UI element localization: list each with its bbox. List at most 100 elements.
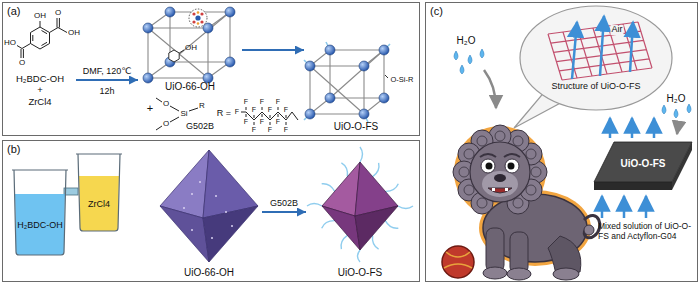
lion-figure — [553, 268, 579, 280]
framework-edge — [148, 27, 208, 28]
beaker-glass — [76, 154, 122, 231]
reactant-group: H₂BDC-OH+ZrCl4 — [4, 68, 76, 112]
bubble-ground — [520, 6, 672, 110]
metal-cluster — [379, 45, 389, 55]
lion-figure — [477, 136, 487, 146]
metal-cluster — [225, 57, 235, 67]
lion-figure — [526, 149, 536, 159]
fluoro-hair — [341, 235, 347, 249]
atom-label: F — [276, 98, 280, 106]
surface-dot — [191, 229, 193, 231]
panel-frame: (a)H₂BDC-OH+ZrCl4UiO-66-OHUiO-O-FS — [2, 2, 420, 136]
framework-edge — [170, 61, 230, 62]
framework-edge — [310, 50, 384, 114]
atom-label: O — [19, 59, 25, 68]
beaker-liquid — [79, 176, 119, 231]
lion-figure — [505, 159, 519, 173]
cluster-atom — [200, 12, 203, 15]
water-droplet — [662, 105, 666, 114]
atom-label: OH — [68, 29, 80, 38]
linker-molecule — [40, 21, 41, 27]
inset-circle — [189, 9, 207, 27]
lion-figure — [492, 188, 495, 191]
lion-figure — [505, 188, 508, 191]
atom-label: 12h — [99, 87, 114, 97]
lion-figure — [526, 185, 536, 195]
framework-edge — [310, 113, 364, 114]
reaction-arrow — [76, 79, 138, 81]
speech-bubble: Structure of UiO-O-FS — [518, 4, 674, 112]
crystal-face — [322, 162, 398, 250]
node-label: ZrCl4 — [28, 96, 51, 107]
atom-label: R = — [217, 109, 231, 119]
beaker-shape — [10, 168, 70, 256]
flow-arrow — [677, 121, 679, 134]
water-droplet — [454, 51, 458, 60]
fluoro-hair — [358, 250, 361, 262]
fluoro-hair — [373, 163, 379, 177]
fluoro-hair — [322, 184, 335, 192]
cluster-atom — [197, 22, 200, 25]
lion-figure — [508, 163, 515, 170]
crystal-face — [160, 150, 258, 262]
flow-arrow — [484, 70, 496, 108]
surface-dot — [211, 237, 213, 239]
octahedron-crystal: UiO-66-OH — [156, 146, 262, 280]
lion-figure — [482, 171, 518, 197]
cluster-atom — [200, 20, 203, 23]
lion-figure — [442, 125, 600, 280]
fluoro-hair — [341, 163, 347, 177]
lion-figure — [513, 136, 523, 146]
metal-cluster — [305, 109, 315, 119]
linker-molecule — [33, 31, 47, 46]
atom-label: F — [235, 108, 239, 116]
crystal-face — [203, 206, 258, 262]
cluster-atom — [192, 20, 195, 23]
arrow-label: DMF, 120℃ — [83, 67, 132, 77]
atom-label: F — [284, 106, 288, 114]
atom-label: Si — [180, 110, 187, 119]
beaker-liquid — [15, 194, 65, 255]
beaker: H₂BDC-OH — [10, 168, 70, 256]
air-flow-arrow — [623, 196, 626, 218]
atom-label: Air — [611, 25, 624, 35]
atom-label: O-Si-R — [391, 76, 414, 84]
linker-molecule — [31, 27, 50, 49]
framework-edge — [207, 28, 208, 78]
phenol-bond — [179, 50, 184, 53]
lion-figure — [488, 188, 512, 193]
metal-cluster — [325, 93, 335, 103]
metal-cluster — [359, 61, 369, 71]
fluoro-chain — [246, 107, 286, 125]
framework-edge — [148, 77, 208, 78]
plate-side — [594, 182, 672, 190]
framework-edge — [148, 28, 208, 78]
node-label: UiO-66-OH — [184, 267, 234, 279]
octahedron-crystal-shape — [156, 146, 262, 280]
lion-figure — [531, 167, 541, 177]
atom-label: OH — [185, 44, 197, 53]
framework-edge — [309, 66, 310, 114]
fluoro-hair — [398, 206, 413, 209]
water-droplet — [460, 65, 464, 74]
arrow-label: G502B — [270, 199, 298, 209]
lion-figure — [481, 159, 495, 173]
lion-figure — [459, 167, 469, 177]
lion-figure — [480, 154, 520, 157]
air-flow-arrow — [601, 196, 604, 218]
beaker: ZrCl4 — [74, 152, 124, 232]
framework-edge — [330, 97, 384, 98]
node-label: H₂BDC-OH — [16, 73, 64, 84]
metal-cluster — [165, 7, 175, 17]
lion-figure — [453, 125, 547, 214]
atom-label: H₂O — [667, 93, 686, 104]
atom-label: O — [163, 100, 169, 109]
grafted-chain — [304, 42, 390, 122]
cluster-atom — [195, 15, 200, 20]
panel-letter: (b) — [7, 143, 20, 156]
node-label: UiO-O-FS — [334, 121, 378, 133]
surface-dot — [183, 181, 233, 239]
metal-cluster — [225, 7, 235, 17]
